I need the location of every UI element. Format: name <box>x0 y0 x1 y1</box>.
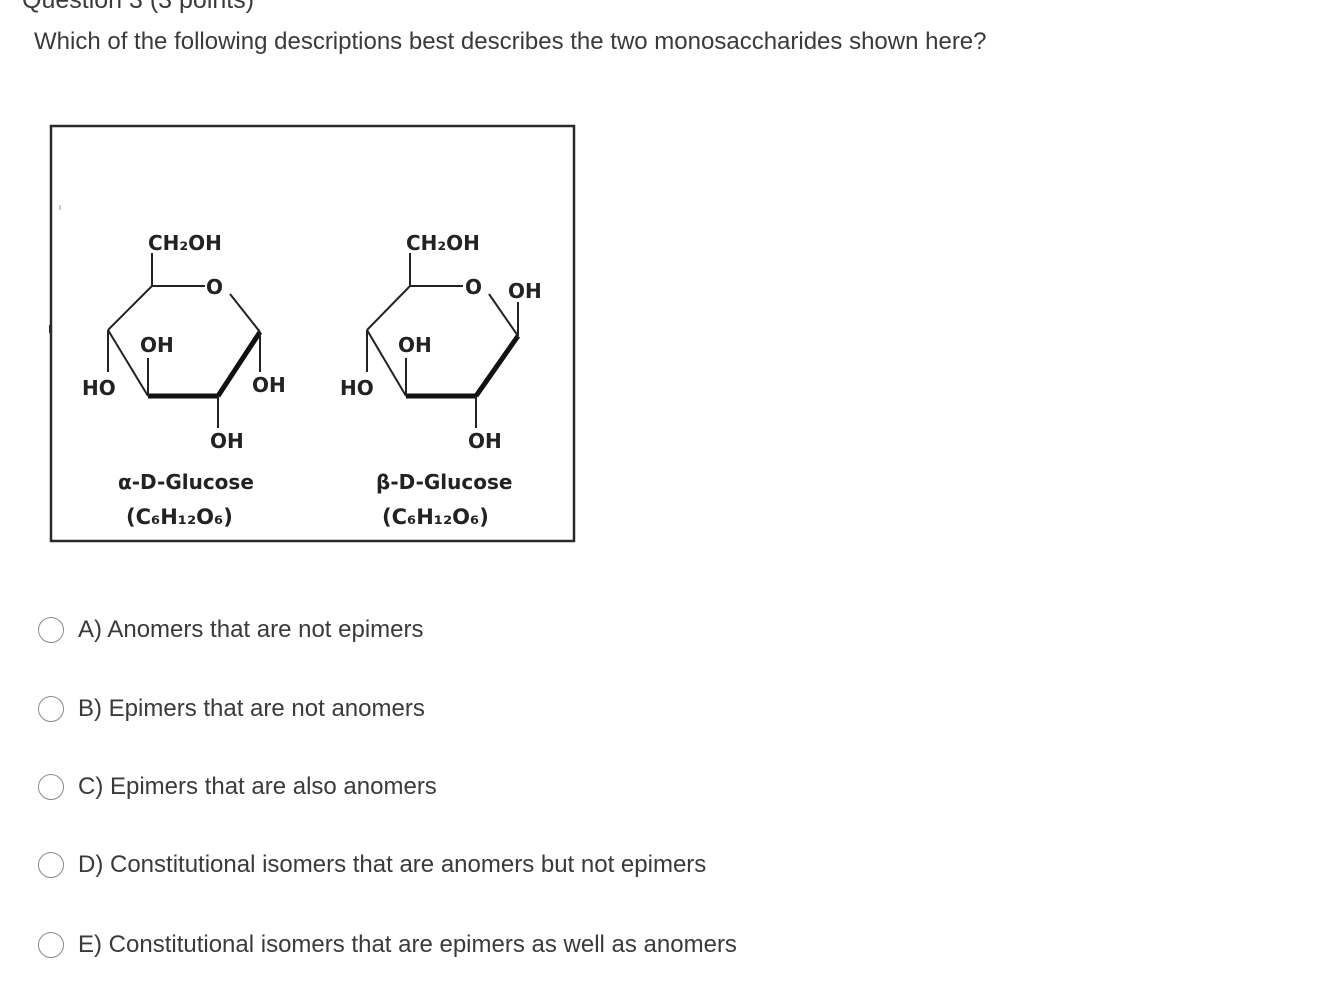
radio-button[interactable] <box>38 774 64 800</box>
radio-button[interactable] <box>38 852 64 878</box>
alpha-ho-left-label: HO <box>82 376 116 400</box>
beta-oh-anomeric-label: OH <box>508 279 542 303</box>
question-header: Question 3 (3 points) <box>22 0 255 14</box>
alpha-ch2oh-label: CH₂OH <box>148 231 222 255</box>
alpha-oh-inner-label: OH <box>140 333 174 357</box>
ring-bond-bold <box>473 334 521 398</box>
question-text: Which of the following descriptions best… <box>34 28 987 55</box>
alpha-ring-oxygen-label: O <box>206 275 223 299</box>
beta-ring-oxygen-label: O <box>465 275 482 299</box>
alpha-oh-bottom-label: OH <box>210 429 244 453</box>
answer-option-b[interactable]: B) Epimers that are not anomers <box>38 693 425 725</box>
radio-button[interactable] <box>38 617 64 643</box>
radio-button[interactable] <box>38 932 64 958</box>
beta-ch2oh-label: CH₂OH <box>406 231 480 255</box>
answer-option-a[interactable]: A) Anomers that are not epimers <box>38 614 424 646</box>
figure-frame <box>49 124 576 543</box>
ring-bond <box>366 285 411 331</box>
ring-bond <box>107 285 153 331</box>
alpha-name-label: α-D-Glucose <box>118 470 254 494</box>
beta-formula-label: (C₆H₁₂O₆) <box>382 505 489 529</box>
beta-oh-bottom-label: OH <box>468 429 502 453</box>
ring-bond-bold <box>215 330 263 398</box>
answer-option-c[interactable]: C) Epimers that are also anomers <box>38 771 437 803</box>
alpha-glucose-structure <box>107 253 263 428</box>
answer-option-label: B) Epimers that are not anomers <box>78 695 425 722</box>
answer-option-label: E) Constitutional isomers that are epime… <box>78 931 737 958</box>
ring-bond <box>229 293 261 333</box>
answer-option-label: A) Anomers that are not epimers <box>78 616 424 643</box>
radio-button[interactable] <box>38 696 64 722</box>
beta-oh-inner-label: OH <box>398 333 432 357</box>
ring-bond <box>366 329 407 397</box>
beta-glucose-structure <box>366 253 521 428</box>
answer-option-d[interactable]: D) Constitutional isomers that are anome… <box>38 849 706 881</box>
answer-option-e[interactable]: E) Constitutional isomers that are epime… <box>38 929 737 961</box>
beta-ho-left-label: HO <box>340 376 374 400</box>
answer-option-label: C) Epimers that are also anomers <box>78 773 437 800</box>
ring-bond <box>488 293 519 337</box>
alpha-oh-right-label: OH <box>252 373 286 397</box>
answer-option-label: D) Constitutional isomers that are anome… <box>78 851 707 878</box>
ring-bond <box>107 329 149 397</box>
beta-name-label: β-D-Glucose <box>376 470 512 494</box>
alpha-formula-label: (C₆H₁₂O₆) <box>126 505 233 529</box>
